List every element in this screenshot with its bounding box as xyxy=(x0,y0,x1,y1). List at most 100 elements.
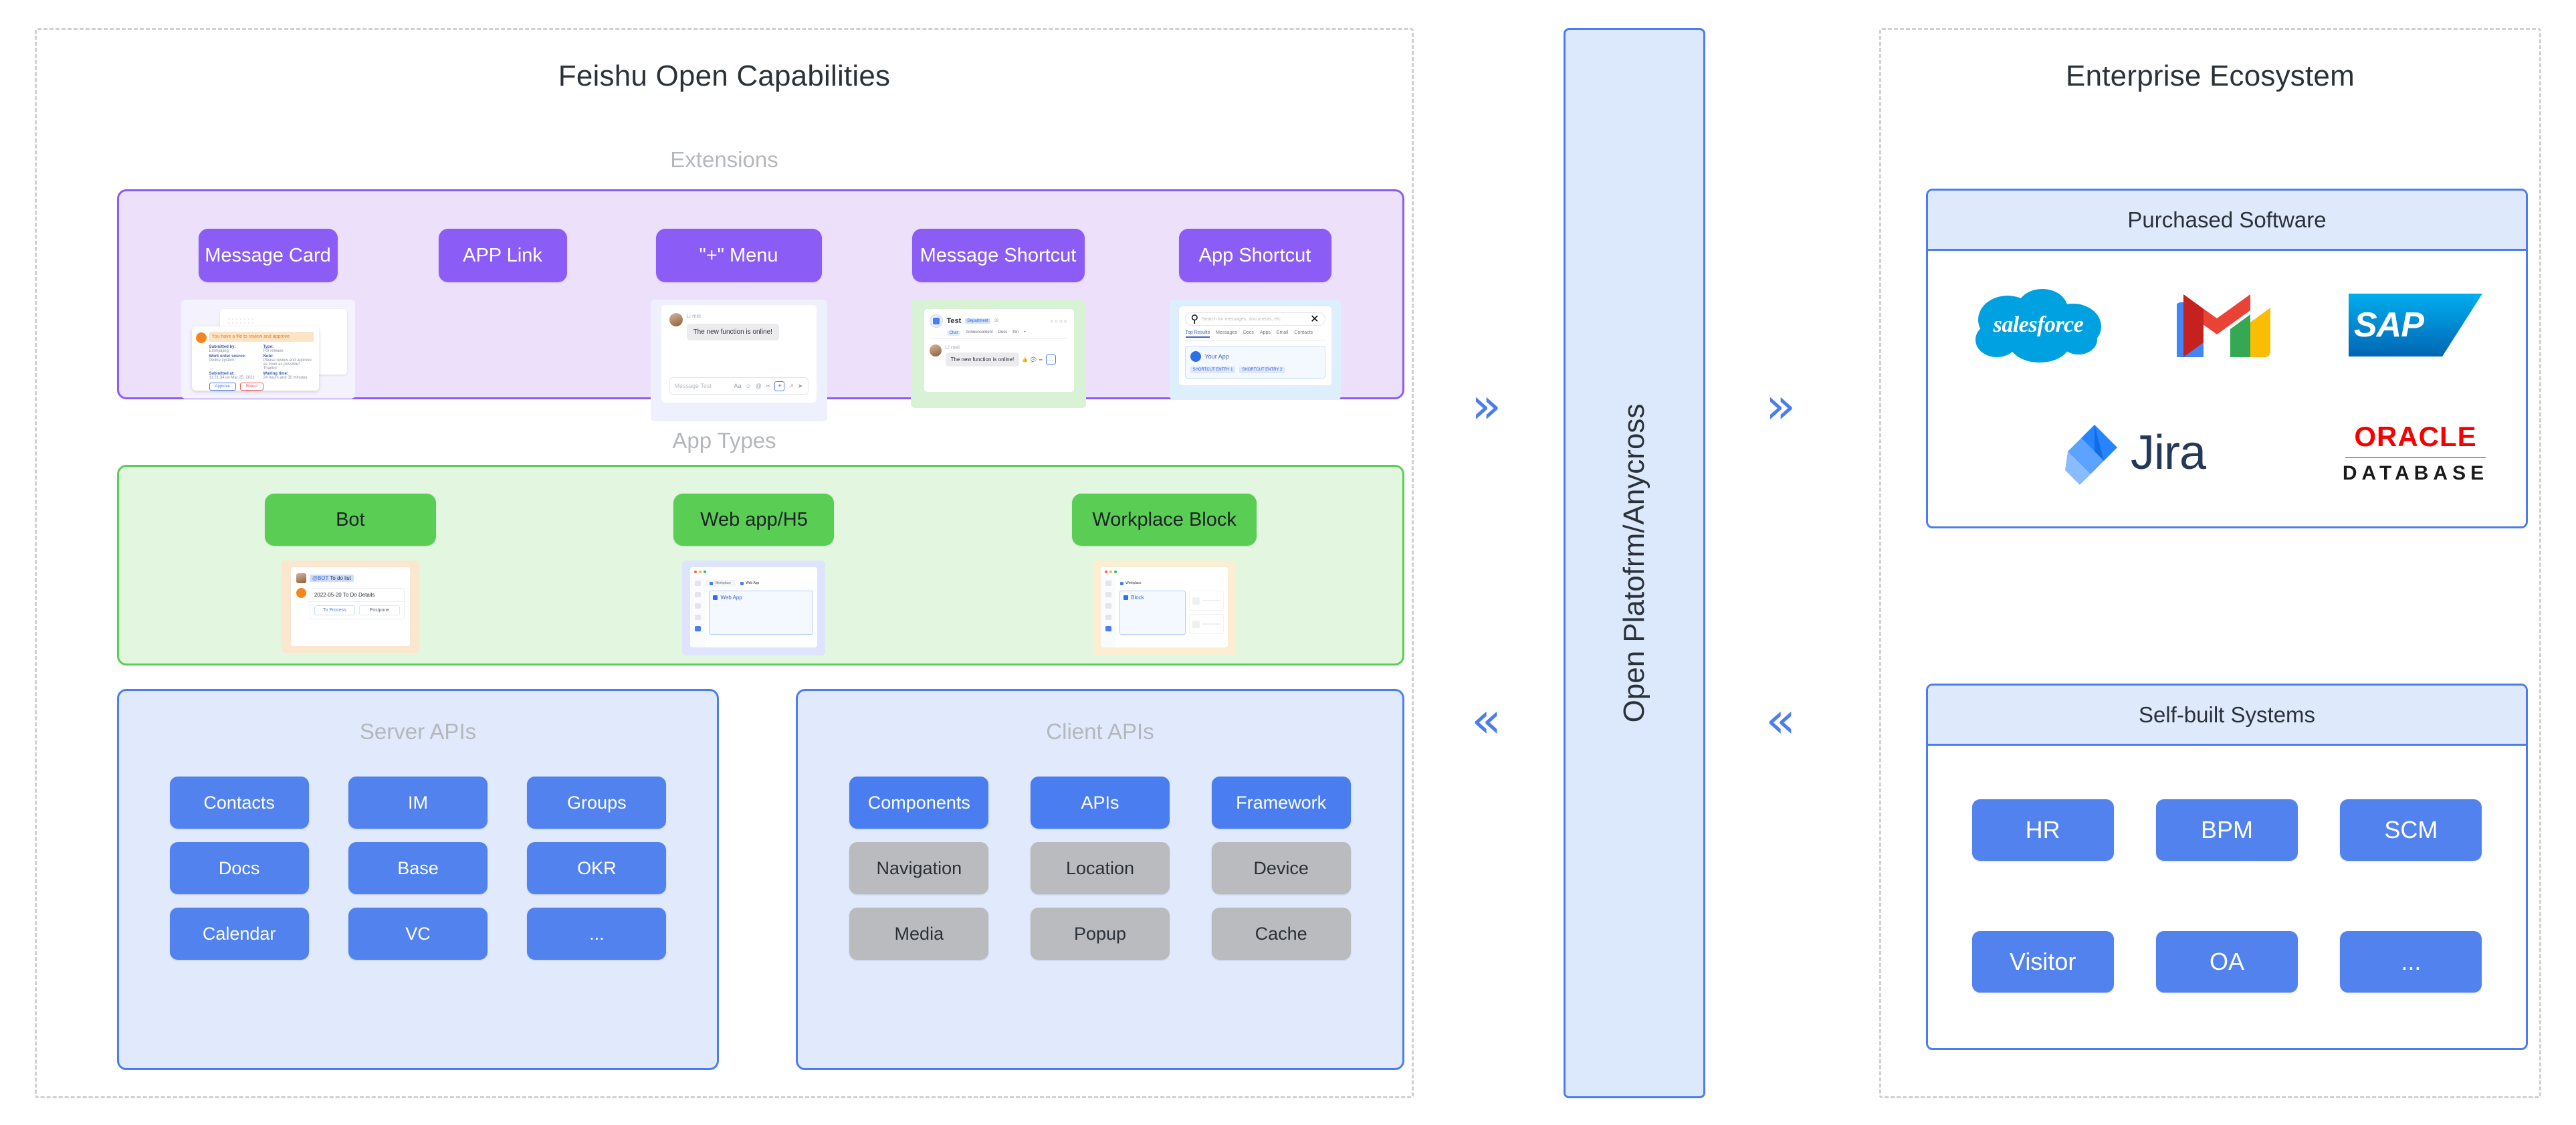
server-api-chip-okr[interactable]: OKR xyxy=(527,842,667,894)
calendar-icon[interactable] xyxy=(694,603,701,609)
server-api-chip-contacts[interactable]: Contacts xyxy=(169,777,309,829)
client-api-chip-location[interactable]: Location xyxy=(1030,842,1170,894)
self-built-chip-scm[interactable]: SCM xyxy=(2340,799,2482,861)
tab-pin[interactable]: Pin xyxy=(1012,330,1018,334)
self-built-chip-more[interactable]: ... xyxy=(2340,930,2482,993)
extension-item-plus-menu[interactable]: "+" Menu Li mei The new function is onli… xyxy=(650,229,827,421)
feishu-open-capabilities-panel: Feishu Open Capabilities Extensions Mess… xyxy=(35,28,1414,1098)
tab-strip[interactable]: Workplace Web App xyxy=(705,577,817,587)
app-type-item-bot[interactable]: Bot @BOT To do list xyxy=(264,494,436,653)
self-built-chip-oa[interactable]: OA xyxy=(2155,930,2298,993)
app-type-label-workplace-block[interactable]: Workplace Block xyxy=(1072,494,1257,546)
app-type-label-webapp[interactable]: Web app/H5 xyxy=(673,494,835,546)
tab-add[interactable]: + xyxy=(1023,330,1027,334)
self-built-chip-visitor[interactable]: Visitor xyxy=(1971,930,2114,993)
message-bubble: The new function is online! xyxy=(945,352,1020,367)
server-api-chip-docs[interactable]: Docs xyxy=(169,842,309,894)
extension-label-message-card[interactable]: Message Card xyxy=(198,229,338,282)
client-api-chip-components[interactable]: Components xyxy=(849,777,989,829)
app-result-card[interactable]: Your App SHORTCUT ENTRY 1 SHORTCUT ENTRY… xyxy=(1184,346,1325,379)
shortcut-entry-1[interactable]: SHORTCUT ENTRY 1 xyxy=(1190,367,1236,373)
server-api-chip-im[interactable]: IM xyxy=(348,777,488,829)
mail-icon[interactable] xyxy=(1105,615,1111,620)
postpone-button[interactable]: Postpone xyxy=(358,605,400,615)
approve-button[interactable]: Approve xyxy=(209,383,236,391)
self-built-chip-hr[interactable]: HR xyxy=(1971,799,2114,861)
sidebar-rail[interactable] xyxy=(690,577,706,647)
client-api-chip-apis[interactable]: APIs xyxy=(1030,777,1170,829)
extension-label-app-link[interactable]: APP Link xyxy=(438,229,567,282)
tab-apps[interactable]: Apps xyxy=(1259,330,1271,335)
workplace-icon[interactable] xyxy=(1105,626,1111,631)
client-api-chip-popup[interactable]: Popup xyxy=(1030,908,1170,960)
server-api-chip-more[interactable]: ... xyxy=(527,908,667,960)
tab-workplace[interactable]: Workplace xyxy=(1115,580,1146,587)
server-api-chip-base[interactable]: Base xyxy=(348,842,488,894)
server-api-chip-groups[interactable]: Groups xyxy=(527,777,667,829)
tab-top-results[interactable]: Top Results xyxy=(1185,330,1210,338)
arrow-right-left-side-top: » xyxy=(1471,377,1502,435)
docs-icon[interactable] xyxy=(1105,592,1111,597)
tab-email[interactable]: Email xyxy=(1276,330,1289,335)
app-type-item-workplace-block[interactable]: Workplace Block xyxy=(1072,494,1257,655)
group-tabs[interactable]: Chat Announcement Docs Pin + xyxy=(924,328,1074,338)
tab-webapp[interactable]: Web App xyxy=(736,580,764,587)
calendar-icon[interactable] xyxy=(1105,603,1111,609)
workplace-icon[interactable] xyxy=(694,626,701,631)
chat-icon[interactable] xyxy=(694,581,701,586)
font-size-icon[interactable]: Aa xyxy=(734,383,742,389)
plus-menu-icon[interactable]: + xyxy=(774,381,785,391)
avatar xyxy=(929,344,942,356)
extension-item-message-card[interactable]: Message Card You have a file to review a… xyxy=(181,229,355,399)
extension-item-message-shortcut[interactable]: Message Shortcut Test Department 38 ○○○○ xyxy=(910,229,1086,408)
message-input[interactable]: Message Test Aa ☺ @ ✂ + ↗ ➤ xyxy=(669,377,809,395)
docs-icon[interactable] xyxy=(694,592,701,597)
close-dot-icon xyxy=(1105,571,1108,573)
mention-icon[interactable]: @ xyxy=(755,383,762,389)
tab-docs[interactable]: Docs xyxy=(998,330,1008,334)
client-api-chip-framework[interactable]: Framework xyxy=(1211,777,1351,829)
extension-label-app-shortcut[interactable]: App Shortcut xyxy=(1178,229,1331,282)
to-process-button[interactable]: To Process xyxy=(314,605,355,615)
server-api-chip-vc[interactable]: VC xyxy=(348,908,488,960)
emoji-icon[interactable]: ☺ xyxy=(745,383,752,389)
forward-icon[interactable]: ➦ xyxy=(1039,357,1043,363)
server-api-chip-calendar[interactable]: Calendar xyxy=(169,908,309,960)
client-api-chip-media[interactable]: Media xyxy=(849,908,989,960)
extension-item-app-link[interactable]: APP Link xyxy=(438,229,567,282)
search-tabs[interactable]: Top Results Messages Docs Apps Email Con… xyxy=(1179,326,1331,338)
tab-messages[interactable]: Messages xyxy=(1216,330,1237,335)
app-type-label-bot[interactable]: Bot xyxy=(264,494,436,546)
more-actions-icon[interactable]: … xyxy=(1045,354,1056,365)
message-actions[interactable]: 👍 💬 ➦ … xyxy=(1022,354,1056,365)
close-icon[interactable]: ✕ xyxy=(1310,314,1319,325)
scissors-icon[interactable]: ✂ xyxy=(765,382,771,389)
extension-label-plus-menu[interactable]: "+" Menu xyxy=(655,229,822,282)
tab-contacts[interactable]: Contacts xyxy=(1294,330,1313,335)
search-bar[interactable]: ⚲ Search for messages, documents, etc. ✕ xyxy=(1184,312,1325,326)
reject-button[interactable]: Reject xyxy=(239,383,263,391)
tab-docs[interactable]: Docs xyxy=(1243,330,1254,335)
shortcut-entry-2[interactable]: SHORTCUT ENTRY 2 xyxy=(1239,367,1285,373)
app-type-item-webapp[interactable]: Web app/H5 xyxy=(673,494,835,655)
tab-announcement[interactable]: Announcement xyxy=(966,330,993,334)
tab-workplace[interactable]: Workplace xyxy=(705,580,736,587)
thumbs-up-icon[interactable]: 👍 xyxy=(1022,357,1028,363)
client-api-chip-navigation[interactable]: Navigation xyxy=(849,842,989,894)
expand-icon[interactable]: ↗ xyxy=(788,382,794,389)
extension-item-app-shortcut[interactable]: App Shortcut ⚲ Search for messages, docu… xyxy=(1169,229,1341,400)
client-api-chip-device[interactable]: Device xyxy=(1211,842,1351,894)
sidebar-rail[interactable] xyxy=(1101,577,1116,647)
client-api-chip-cache[interactable]: Cache xyxy=(1211,908,1351,960)
chat-icon[interactable] xyxy=(1105,581,1111,586)
tab-strip[interactable]: Workplace xyxy=(1115,577,1228,587)
extension-label-message-shortcut[interactable]: Message Shortcut xyxy=(911,229,1085,282)
tab-chat[interactable]: Chat xyxy=(946,330,961,336)
mail-icon[interactable] xyxy=(694,615,701,620)
send-icon[interactable]: ➤ xyxy=(797,382,803,389)
self-built-chip-bpm[interactable]: BPM xyxy=(2155,799,2298,861)
arrow-left-left-side-bottom: « xyxy=(1471,692,1502,749)
reply-icon[interactable]: 💬 xyxy=(1030,357,1037,363)
header-tool-icons[interactable]: ○○○○ xyxy=(1050,318,1069,324)
